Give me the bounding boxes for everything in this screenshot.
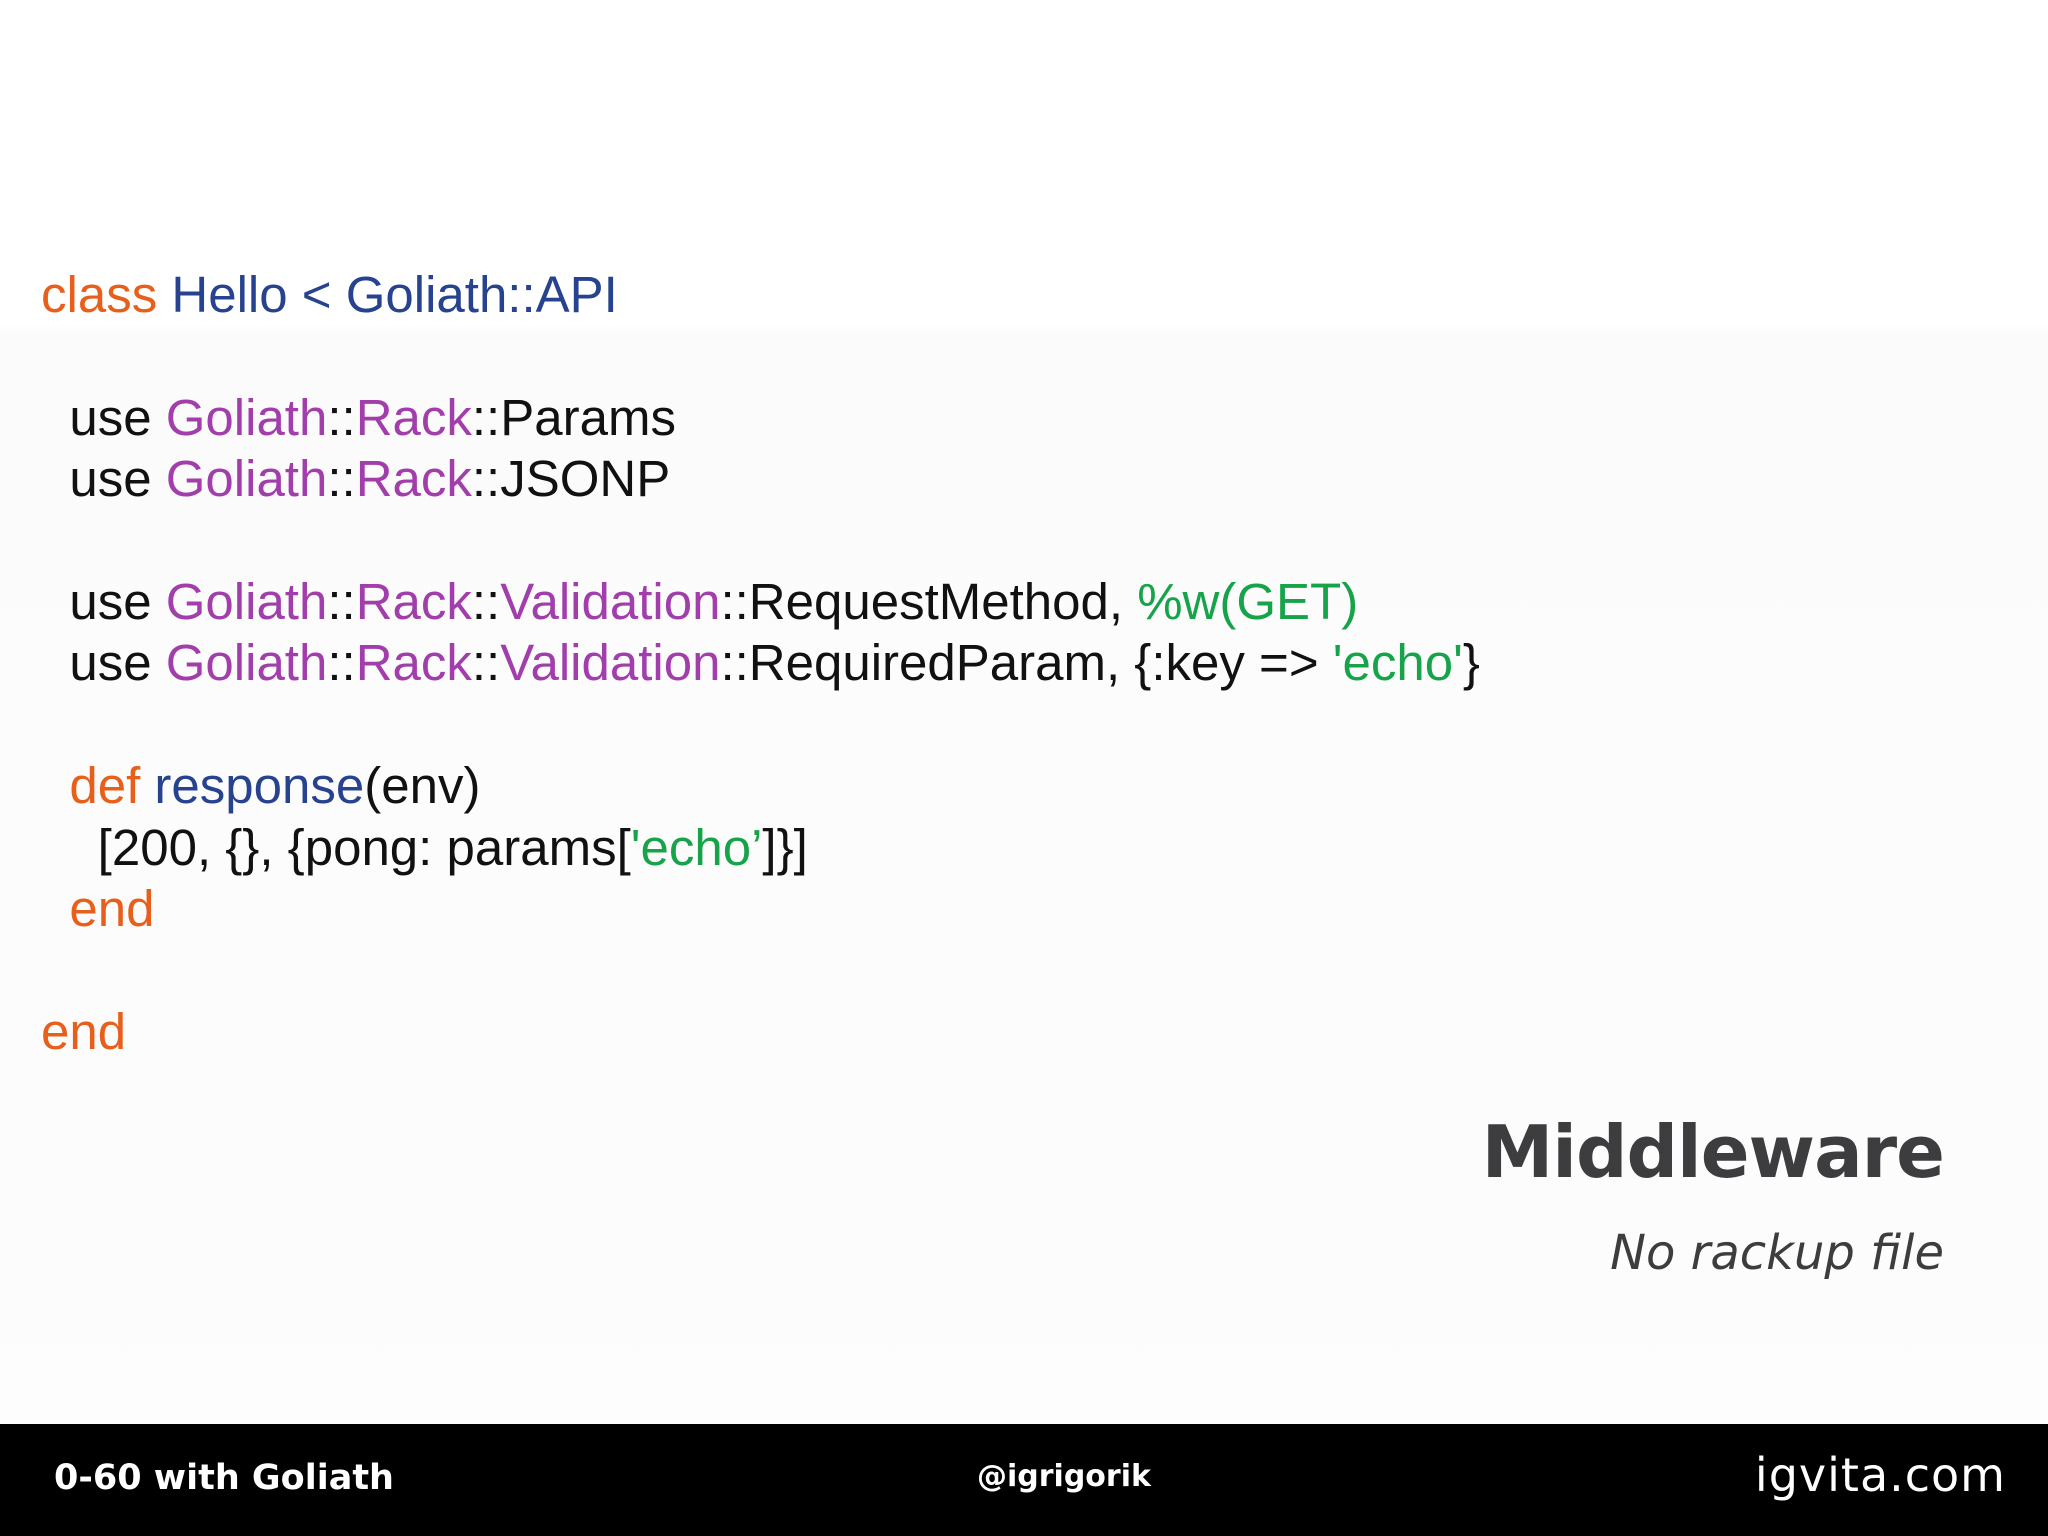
code-token: :: <box>327 388 356 446</box>
code-token: use <box>41 450 166 508</box>
code-token: ]}] <box>762 818 808 876</box>
code-token: %w(GET) <box>1137 572 1359 630</box>
code-token: :: <box>327 572 356 630</box>
code-line <box>41 939 1480 1000</box>
code-line: use Goliath::Rack::Validation::RequestMe… <box>41 571 1480 632</box>
code-line <box>41 694 1480 755</box>
code-token: :: <box>327 450 356 508</box>
code-token: Rack <box>355 634 472 692</box>
code-line: use Goliath::Rack::JSONP <box>41 448 1480 509</box>
code-token: } <box>1462 634 1480 692</box>
code-token: Rack <box>355 388 472 446</box>
code-token: end <box>69 879 155 937</box>
code-token: 'echo’ <box>630 818 763 876</box>
code-block: class Hello < Goliath::API use Goliath::… <box>41 264 1480 1062</box>
footer-talk-title: 0-60 with Goliath <box>54 1458 394 1498</box>
code-token <box>140 757 154 814</box>
code-token: ::RequestMethod, <box>720 572 1138 630</box>
code-token: use <box>41 388 166 446</box>
code-line <box>41 510 1480 571</box>
code-token <box>157 266 171 323</box>
code-token: use <box>41 572 166 630</box>
code-line: def response(env) <box>41 755 1480 816</box>
code-token <box>41 880 69 937</box>
code-token: :: <box>471 572 501 630</box>
code-line <box>41 325 1480 386</box>
code-line: end <box>41 878 1480 939</box>
code-token: Goliath <box>165 388 328 446</box>
code-token: Hello < Goliath::API <box>171 266 618 323</box>
code-token: 'echo' <box>1332 634 1463 692</box>
code-token: use <box>41 634 166 692</box>
code-token: Rack <box>355 450 472 508</box>
code-line: use Goliath::Rack::Params <box>41 387 1480 448</box>
code-token: response <box>154 757 365 815</box>
code-line: end <box>41 1001 1480 1062</box>
code-line: class Hello < Goliath::API <box>41 264 1480 325</box>
slide-title: Middleware <box>1481 1110 1945 1194</box>
code-token: Validation <box>500 634 721 692</box>
footer-website: igvita.com <box>1754 1448 2006 1502</box>
code-token: (env) <box>364 757 481 815</box>
code-token: Goliath <box>165 572 328 630</box>
code-token: end <box>41 1002 127 1060</box>
code-line: use Goliath::Rack::Validation::RequiredP… <box>41 632 1480 693</box>
code-token: ::RequiredParam, {:key => <box>720 634 1333 692</box>
code-token: Validation <box>500 572 721 630</box>
code-token: ::JSONP <box>471 450 671 508</box>
code-token: Goliath <box>165 634 328 692</box>
code-token: :: <box>471 634 501 692</box>
code-token: class <box>41 266 158 323</box>
code-token: [200, {}, {pong: params[ <box>41 818 631 876</box>
code-line: [200, {}, {pong: params['echo’]}] <box>41 817 1480 878</box>
code-token <box>41 757 69 814</box>
code-token: Goliath <box>165 450 328 508</box>
slide-subtitle: No rackup file <box>1610 1225 1944 1281</box>
code-token: def <box>69 757 141 815</box>
code-token: ::Params <box>471 388 676 446</box>
code-token: Rack <box>355 572 472 630</box>
footer-twitter-handle: @igrigorik <box>977 1459 1151 1494</box>
code-token: :: <box>327 634 356 692</box>
footer-bar: 0-60 with Goliath @igrigorik igvita.com <box>0 1424 2048 1536</box>
